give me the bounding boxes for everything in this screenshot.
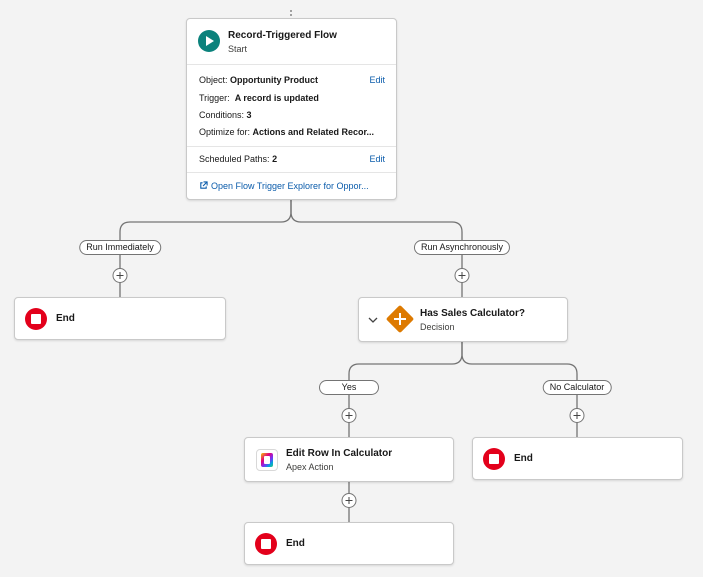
divider — [187, 64, 396, 65]
end-node-label: End — [56, 313, 75, 324]
add-element-button[interactable] — [569, 408, 585, 423]
start-node[interactable]: Record-Triggered Flow Start Object: Oppo… — [186, 18, 397, 200]
flow-trigger-explorer-link[interactable]: Open Flow Trigger Explorer for Oppor... — [199, 181, 369, 191]
decision-node[interactable]: Has Sales Calculator? Decision — [358, 297, 568, 342]
optimize-value: Actions and Related Recor... — [252, 127, 375, 137]
conditions-value: 3 — [246, 110, 252, 120]
stop-icon — [483, 448, 505, 470]
divider — [187, 172, 396, 173]
add-element-button[interactable] — [112, 268, 128, 283]
object-label: Object: — [199, 75, 228, 85]
outcome-yes[interactable]: Yes — [319, 380, 379, 395]
object-value: Opportunity Product — [230, 75, 319, 85]
scheduled-paths-row: Scheduled Paths: 2 — [199, 154, 277, 164]
trigger-label: Trigger: — [199, 93, 230, 103]
external-link-icon — [200, 181, 208, 189]
apex-action-subtitle: Apex Action — [286, 462, 334, 472]
end-node-label: End — [514, 453, 533, 464]
stop-icon — [25, 308, 47, 330]
scheduled-paths-value: 2 — [272, 154, 278, 164]
start-node-subtitle: Start — [228, 44, 248, 54]
end-node[interactable]: End — [14, 297, 226, 340]
flow-trigger-explorer-label: Open Flow Trigger Explorer for Oppor... — [211, 181, 369, 191]
start-node-title: Record-Triggered Flow — [228, 30, 337, 41]
optimize-row: Optimize for: Actions and Related Recor.… — [199, 127, 374, 137]
apex-action-icon — [256, 449, 278, 471]
end-node-label: End — [286, 538, 305, 549]
trigger-row: Trigger: A record is updated — [199, 93, 319, 103]
end-node[interactable]: End — [472, 437, 683, 480]
outcome-no-calculator[interactable]: No Calculator — [542, 380, 612, 395]
start-icon — [198, 30, 220, 52]
stop-icon — [255, 533, 277, 555]
divider — [187, 146, 396, 147]
add-element-button[interactable] — [341, 493, 357, 508]
add-element-button[interactable] — [454, 268, 470, 283]
path-run-immediately[interactable]: Run Immediately — [79, 240, 161, 255]
optimize-label: Optimize for: — [199, 127, 251, 137]
decision-node-title: Has Sales Calculator? — [420, 308, 526, 319]
apex-action-title: Edit Row In Calculator — [286, 448, 393, 459]
edit-scheduled-paths-link[interactable]: Edit — [369, 154, 385, 164]
conditions-label: Conditions: — [199, 110, 245, 120]
object-row: Object: Opportunity Product — [199, 75, 318, 85]
scheduled-paths-label: Scheduled Paths: — [199, 154, 270, 164]
trigger-value: A record is updated — [234, 93, 319, 103]
edit-object-link[interactable]: Edit — [369, 75, 385, 85]
decision-node-subtitle: Decision — [420, 322, 455, 332]
end-node[interactable]: End — [244, 522, 454, 565]
path-run-asynchronously[interactable]: Run Asynchronously — [413, 240, 511, 255]
add-element-button[interactable] — [341, 408, 357, 423]
apex-action-node[interactable]: Edit Row In Calculator Apex Action — [244, 437, 454, 482]
conditions-row: Conditions: 3 — [199, 110, 252, 120]
chevron-down-icon[interactable] — [368, 316, 378, 324]
decision-icon — [385, 304, 415, 334]
